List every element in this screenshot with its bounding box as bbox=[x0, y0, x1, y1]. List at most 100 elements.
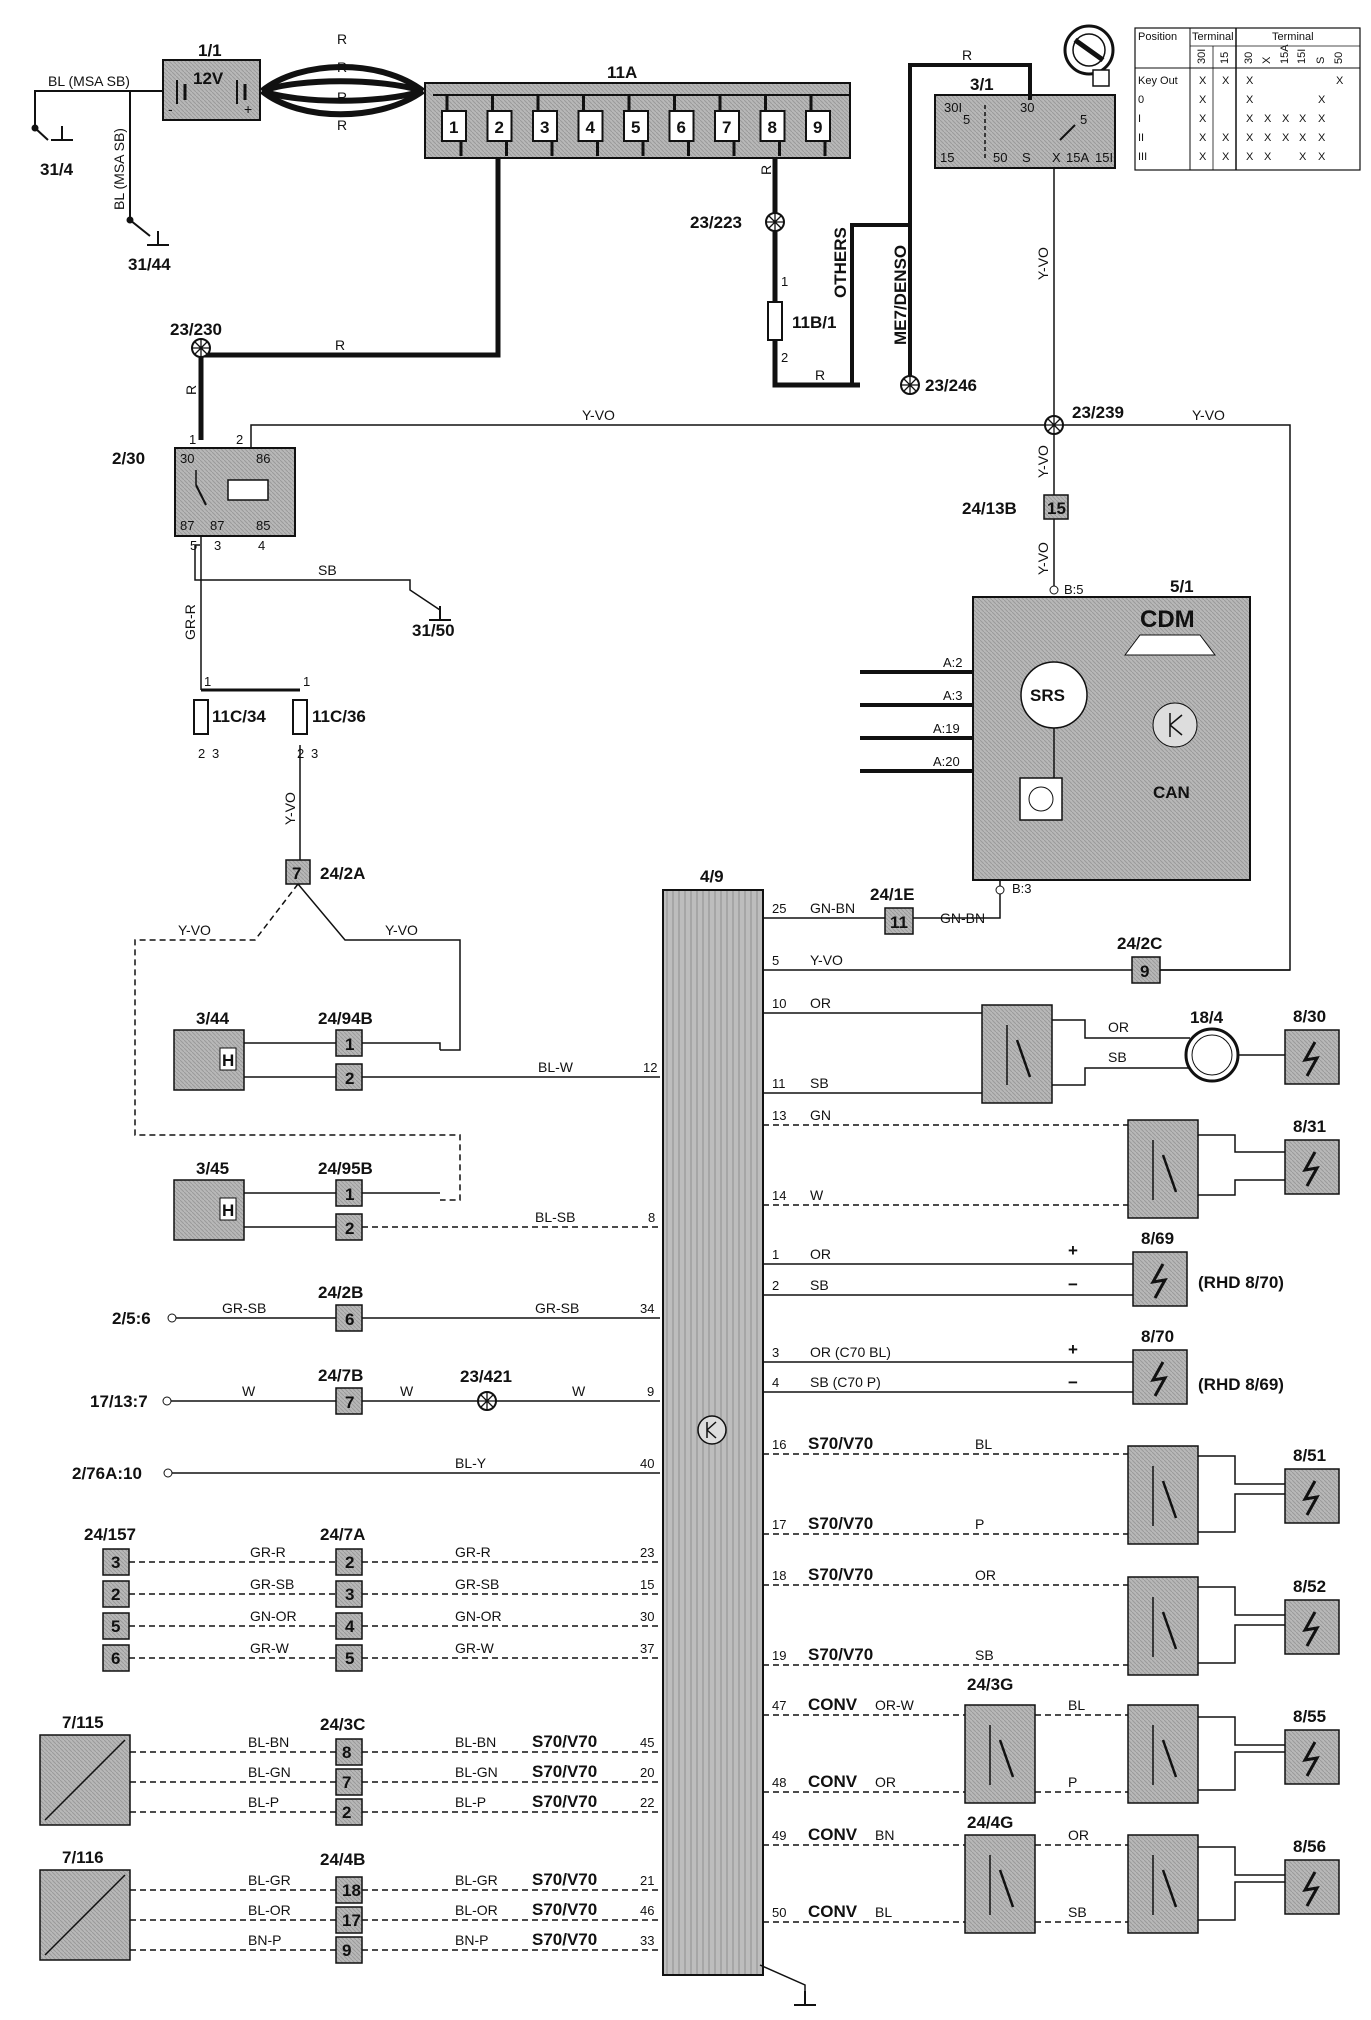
svg-text:P: P bbox=[1068, 1774, 1077, 1790]
svg-text:X: X bbox=[1246, 151, 1254, 163]
svg-text:3/44: 3/44 bbox=[196, 1009, 230, 1028]
svg-text:31/50: 31/50 bbox=[412, 621, 455, 640]
svg-text:2: 2 bbox=[345, 1069, 354, 1088]
svg-text:SB: SB bbox=[810, 1075, 829, 1091]
svg-text:Position: Position bbox=[1138, 31, 1177, 43]
switch-24-2f bbox=[981, 1004, 1053, 1104]
svg-text:33: 33 bbox=[640, 1933, 654, 1948]
svg-text:X: X bbox=[1318, 151, 1326, 163]
svg-text:21: 21 bbox=[640, 1873, 654, 1888]
sensor-3-44: 3/44 H bbox=[173, 1009, 245, 1091]
svg-text:3: 3 bbox=[540, 118, 549, 137]
load-8-51: 8/51 bbox=[1284, 1446, 1340, 1524]
svg-text:5: 5 bbox=[772, 953, 779, 968]
svg-text:22: 22 bbox=[640, 1795, 654, 1810]
svg-text:7: 7 bbox=[345, 1393, 354, 1412]
svg-text:Y-VO: Y-VO bbox=[178, 922, 211, 938]
svg-text:BL-P: BL-P bbox=[455, 1794, 486, 1810]
svg-text:H: H bbox=[222, 1201, 234, 1220]
fuse-3: 3 bbox=[532, 95, 558, 156]
svg-text:III: III bbox=[1138, 151, 1147, 163]
svg-text:−: − bbox=[1068, 1275, 1078, 1294]
svg-text:GR-SB: GR-SB bbox=[455, 1576, 499, 1592]
svg-text:2: 2 bbox=[345, 1219, 354, 1238]
sensor-7-116: 7/116 bbox=[39, 1848, 131, 1961]
svg-text:14: 14 bbox=[772, 1188, 786, 1203]
fuse-2: 2 bbox=[486, 95, 513, 156]
svg-text:X: X bbox=[1264, 151, 1272, 163]
load-8-55: 8/55 bbox=[1284, 1707, 1340, 1785]
svg-text:S70/V70: S70/V70 bbox=[532, 1792, 597, 1811]
svg-text:R: R bbox=[337, 117, 347, 133]
svg-text:15: 15 bbox=[1047, 499, 1066, 518]
svg-text:BL-P: BL-P bbox=[248, 1794, 279, 1810]
svg-text:X: X bbox=[1318, 113, 1326, 125]
svg-text:15: 15 bbox=[1219, 52, 1231, 64]
svg-text:8/51: 8/51 bbox=[1293, 1446, 1326, 1465]
svg-text:BL-BN: BL-BN bbox=[455, 1734, 496, 1750]
svg-text:24/95B: 24/95B bbox=[318, 1159, 373, 1178]
svg-text:Y-VO: Y-VO bbox=[282, 792, 298, 825]
svg-text:30I: 30I bbox=[944, 100, 962, 115]
svg-text:P: P bbox=[975, 1516, 984, 1532]
svg-text:8/52: 8/52 bbox=[1293, 1577, 1326, 1596]
svg-text:24/3G: 24/3G bbox=[967, 1675, 1013, 1694]
svg-text:24/4G: 24/4G bbox=[967, 1813, 1013, 1832]
svg-text:9: 9 bbox=[647, 1384, 654, 1399]
wire-label: BL (MSA SB) bbox=[48, 73, 130, 89]
svg-text:SRS: SRS bbox=[1030, 686, 1065, 705]
svg-text:4: 4 bbox=[345, 1617, 355, 1636]
connector-24-13b: 15 24/13B bbox=[962, 494, 1069, 520]
svg-text:8/70: 8/70 bbox=[1141, 1327, 1174, 1346]
svg-text:50: 50 bbox=[1333, 52, 1345, 64]
svg-text:Terminal: Terminal bbox=[1272, 31, 1314, 43]
svg-text:II: II bbox=[1138, 132, 1144, 144]
svg-text:BL-SB: BL-SB bbox=[535, 1209, 575, 1225]
connector-24-4b-pin: 18 bbox=[335, 1876, 363, 1904]
svg-text:7: 7 bbox=[722, 118, 731, 137]
svg-text:R: R bbox=[337, 31, 347, 47]
svg-text:CONV: CONV bbox=[808, 1695, 858, 1714]
svg-text:16: 16 bbox=[772, 1437, 786, 1452]
svg-text:X: X bbox=[1199, 151, 1207, 163]
svg-text:W: W bbox=[572, 1383, 586, 1399]
splice-23-239 bbox=[1044, 415, 1064, 435]
svg-text:15A: 15A bbox=[1066, 150, 1089, 165]
svg-text:+: + bbox=[1068, 1340, 1078, 1359]
fuse-5: 5 bbox=[623, 95, 649, 156]
connector-24-2a: 7 24/2A bbox=[285, 859, 365, 885]
svg-text:11B/1: 11B/1 bbox=[792, 313, 836, 332]
svg-text:3: 3 bbox=[111, 1553, 120, 1572]
connector-24-7b: 7 24/7B bbox=[318, 1366, 363, 1415]
svg-text:GR-SB: GR-SB bbox=[535, 1300, 579, 1316]
svg-text:X: X bbox=[1282, 113, 1290, 125]
svg-text:Y-VO: Y-VO bbox=[1035, 247, 1051, 280]
svg-text:2: 2 bbox=[342, 1803, 351, 1822]
svg-text:R: R bbox=[337, 89, 347, 105]
svg-text:R: R bbox=[758, 165, 774, 175]
svg-text:GR-W: GR-W bbox=[250, 1640, 290, 1656]
fuse-1: 1 bbox=[441, 95, 467, 156]
svg-text:30: 30 bbox=[640, 1609, 654, 1624]
svg-text:S70/V70: S70/V70 bbox=[808, 1434, 873, 1453]
sensor-3-45: 3/45 H bbox=[173, 1159, 245, 1241]
svg-text:3: 3 bbox=[345, 1585, 354, 1604]
svg-text:BL: BL bbox=[1068, 1697, 1085, 1713]
svg-text:OR (C70 BL): OR (C70 BL) bbox=[810, 1344, 891, 1360]
svg-text:2: 2 bbox=[236, 432, 243, 447]
svg-text:GN-BN: GN-BN bbox=[940, 910, 985, 926]
fuse-7: 7 bbox=[714, 95, 740, 156]
svg-text:R: R bbox=[183, 385, 199, 395]
connector-24-2b: 6 24/2B bbox=[318, 1283, 363, 1332]
svg-text:5/1: 5/1 bbox=[1170, 577, 1194, 596]
svg-text:X: X bbox=[1264, 113, 1272, 125]
connector-24-3c-pin: 7 bbox=[335, 1768, 363, 1796]
svg-text:85: 85 bbox=[256, 518, 270, 533]
svg-text:BL: BL bbox=[875, 1904, 892, 1920]
svg-text:15I: 15I bbox=[1095, 150, 1113, 165]
switch-load-8-55 bbox=[1127, 1704, 1199, 1804]
svg-text:X: X bbox=[1264, 132, 1272, 144]
